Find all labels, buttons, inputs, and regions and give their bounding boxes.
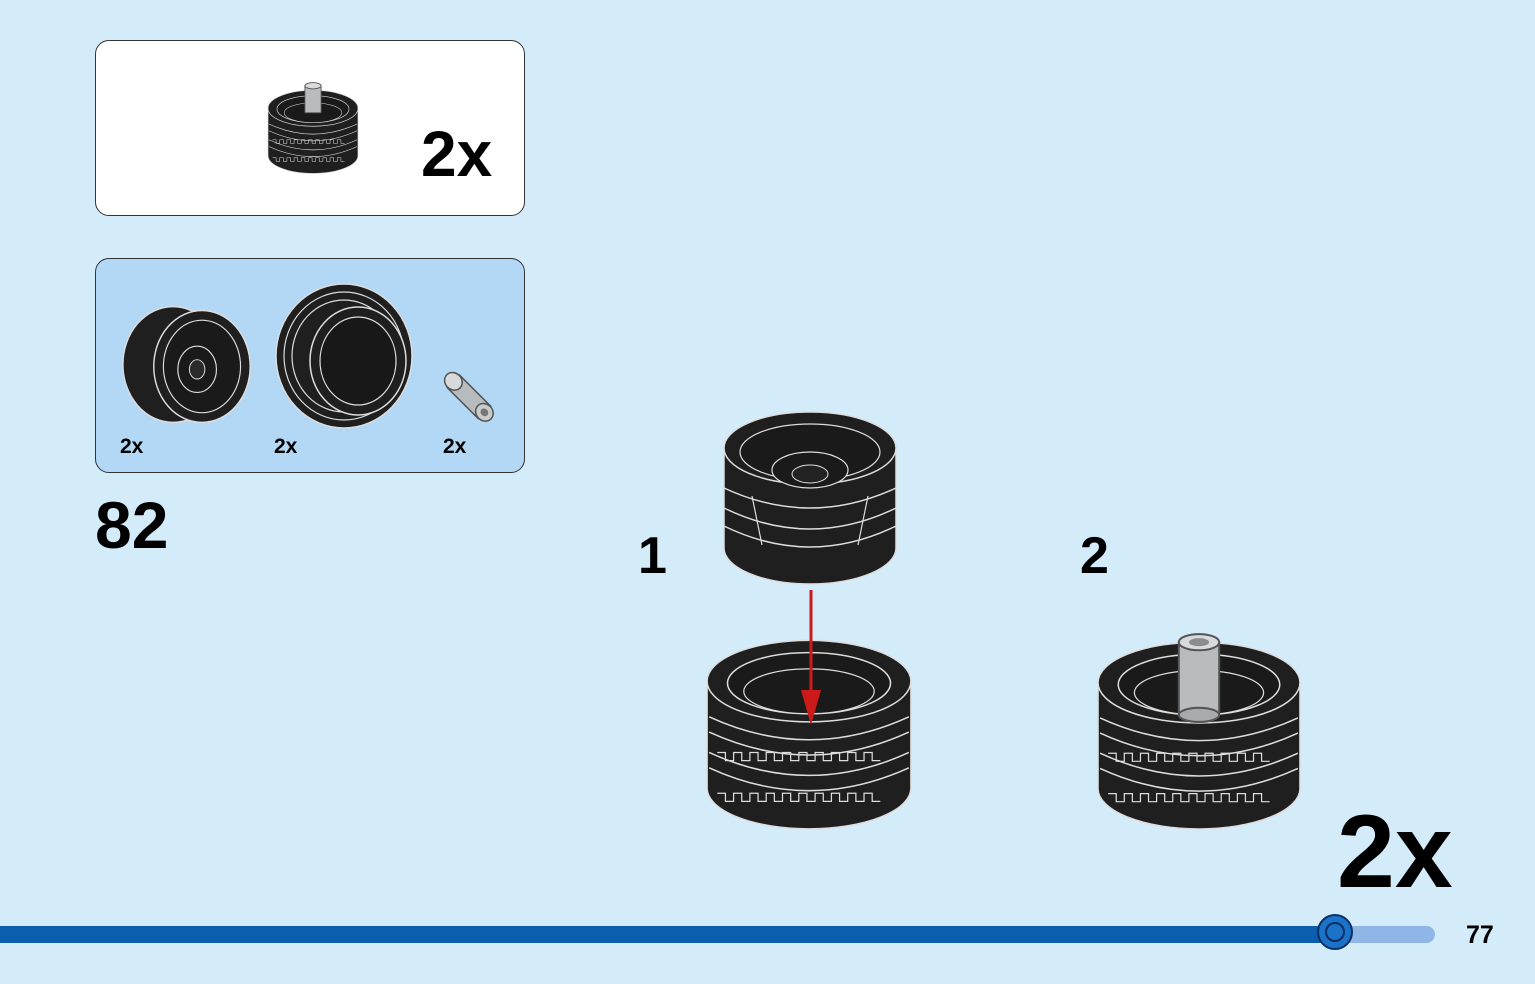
wheel-hub-quantity: 2x bbox=[120, 435, 144, 458]
tire-icon bbox=[275, 283, 413, 429]
parts-callout-box: 2x 2x 2x bbox=[95, 258, 525, 473]
step-number: 82 bbox=[95, 488, 169, 562]
progress-knob bbox=[1317, 914, 1353, 950]
wheel-hub-icon bbox=[122, 305, 251, 424]
result-callout-box: 2x bbox=[95, 40, 525, 216]
wheel-hub-part-illustration bbox=[723, 411, 897, 585]
tire-quantity: 2x bbox=[274, 435, 298, 458]
axle-connector-icon bbox=[443, 371, 494, 422]
insert-arrow-icon bbox=[801, 590, 821, 725]
assembled-wheel-illustration bbox=[1097, 633, 1301, 830]
progress-fill bbox=[0, 926, 1335, 943]
result-quantity: 2x bbox=[421, 118, 493, 190]
substep-1-number: 1 bbox=[638, 527, 667, 585]
assembled-wheel-icon bbox=[267, 82, 359, 174]
page-number: 77 bbox=[1466, 921, 1494, 949]
axle-connector-quantity: 2x bbox=[443, 435, 467, 458]
substep-2-number: 2 bbox=[1080, 527, 1109, 585]
repeat-quantity: 2x bbox=[1337, 794, 1453, 910]
